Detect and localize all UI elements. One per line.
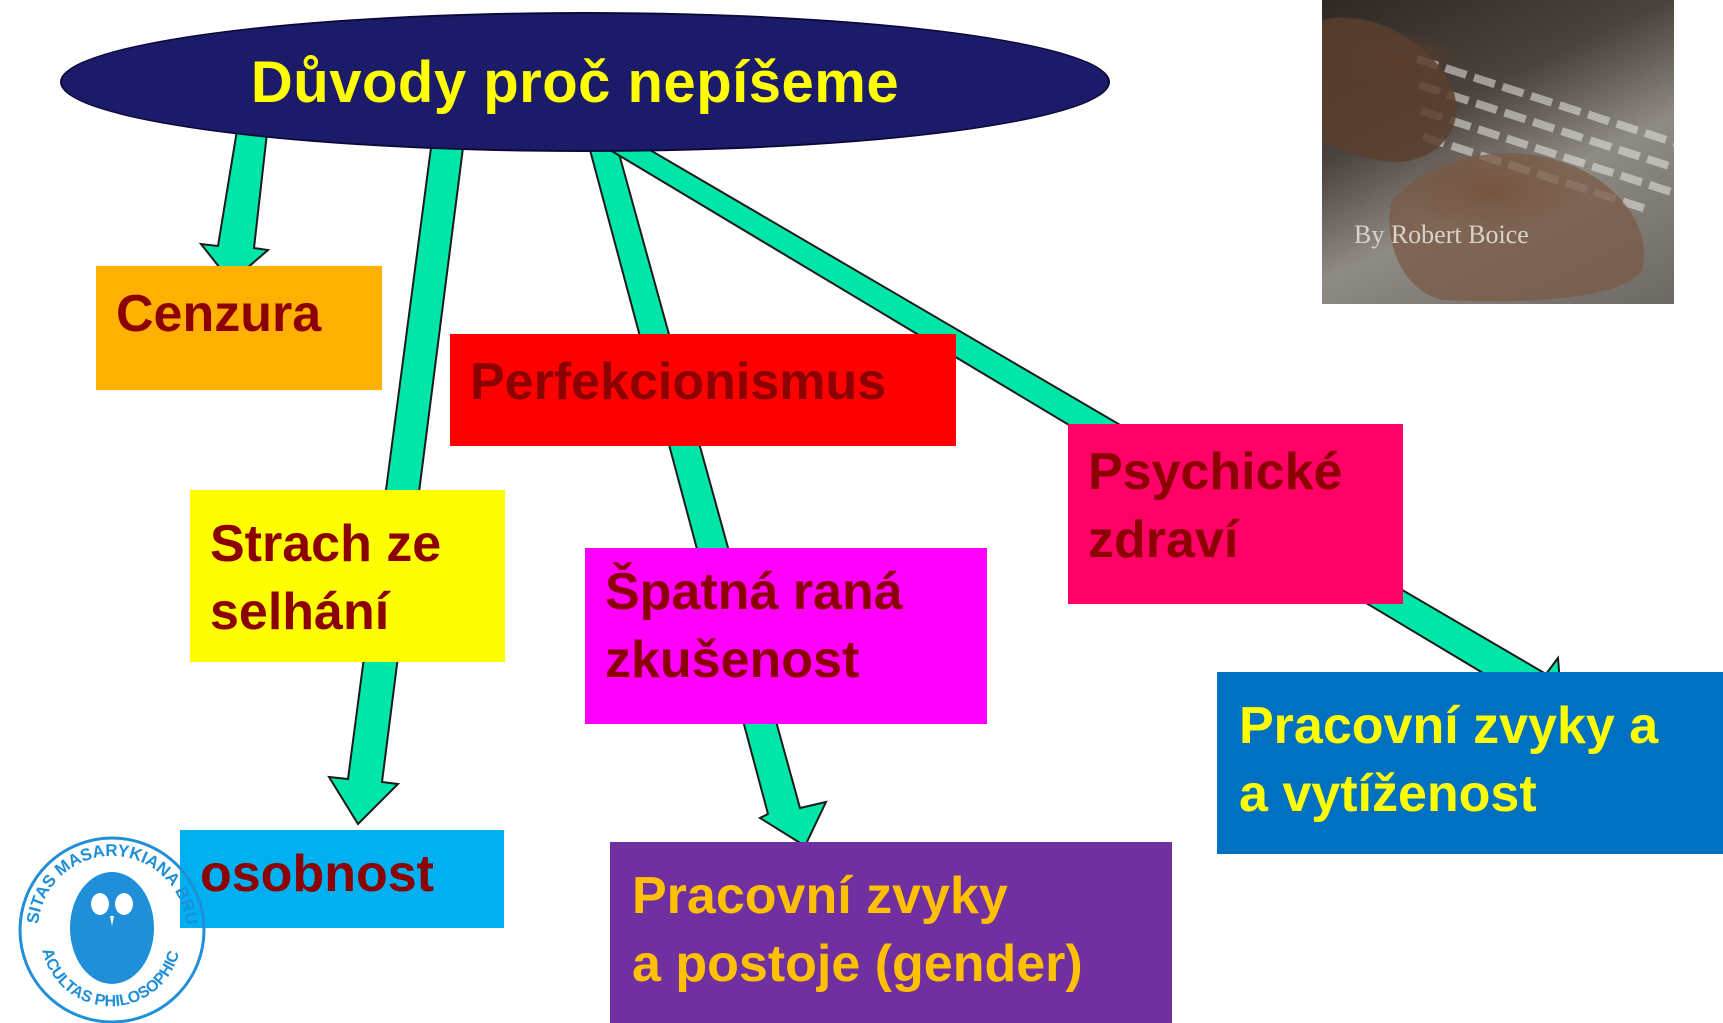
typing-hands-photo: By Robert Boice — [1322, 0, 1674, 304]
photo-caption: By Robert Boice — [1354, 220, 1529, 249]
box-strach-ze-selhani: Strach ze selhání — [190, 490, 505, 662]
box-psychicke-zdravi: Psychické zdraví — [1068, 424, 1403, 604]
arrow-to-cenzura — [198, 123, 271, 284]
title-ellipse: Důvody proč nepíšeme — [60, 12, 1110, 152]
box-perfekcionismus: Perfekcionismus — [450, 334, 956, 446]
arrow-to-osobnost — [327, 139, 466, 826]
logo-owl-icon — [70, 872, 154, 984]
diagram-title: Důvody proč nepíšeme — [250, 49, 900, 115]
box-osobnost: osobnost — [180, 830, 504, 928]
logo-outer-ring — [18, 836, 206, 1023]
box-pracovni-zvyky-postoje: Pracovní zvyky a postoje (gender) — [610, 842, 1172, 1023]
box-cenzura: Cenzura — [96, 266, 382, 390]
arrow-to-pracovni-postoje — [588, 149, 828, 848]
box-spatna-rana-zkusenost: Špatná raná zkušenost — [585, 548, 987, 724]
hands-shape — [1322, 17, 1644, 302]
box-pracovni-zvyky-vytizenost: Pracovní zvyky a a vytíženost — [1217, 672, 1723, 854]
university-logo: UNIVERSITAS MASARYKIANA BRUNENSIS FACULT… — [10, 820, 206, 1023]
